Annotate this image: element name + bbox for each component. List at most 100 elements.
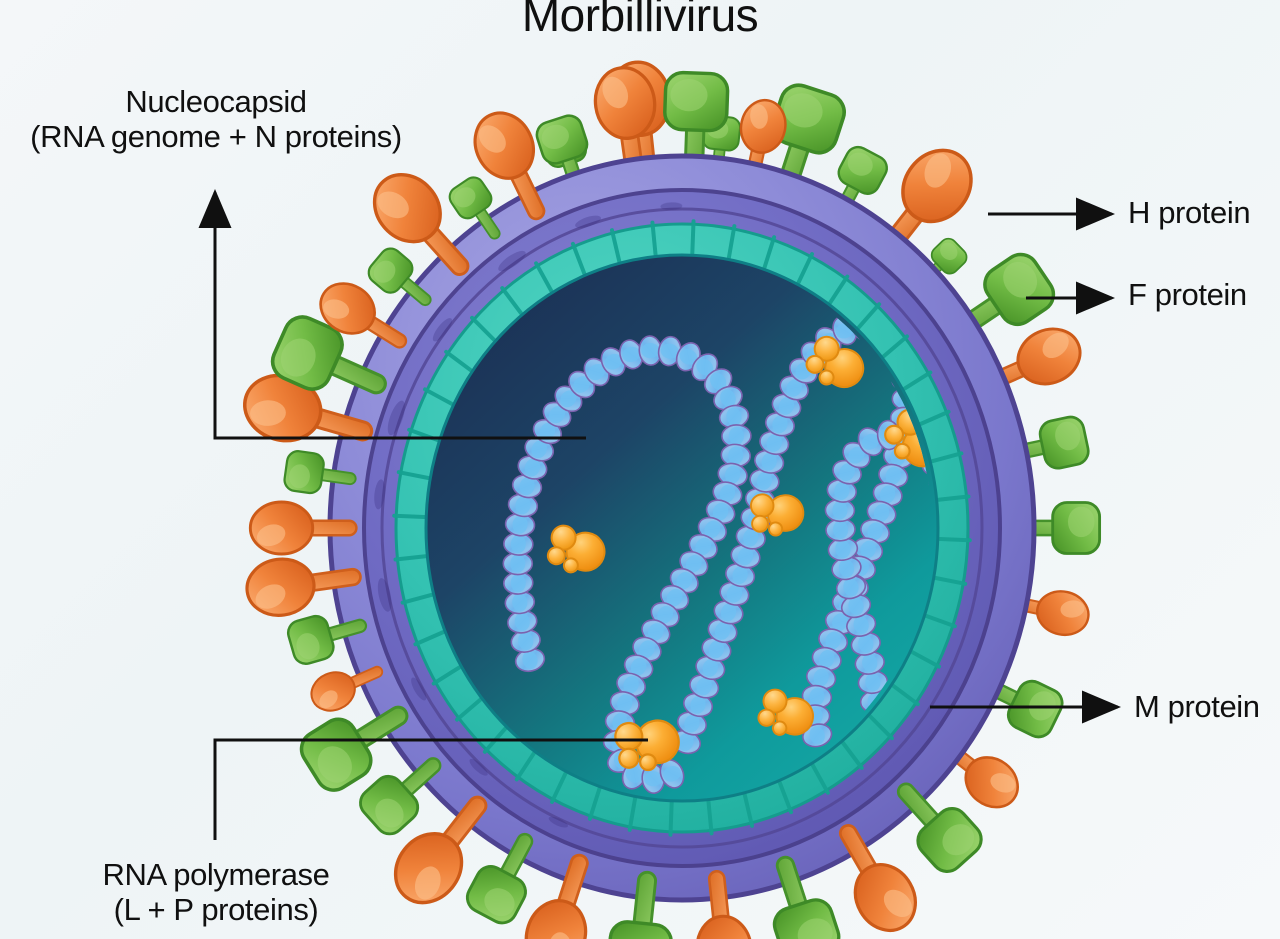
nucleocapsid-bead-core [832, 520, 849, 539]
m-protein-segment-gap [924, 613, 957, 629]
m-protein-segment-gap [706, 799, 714, 836]
f-protein-spike [310, 665, 384, 712]
m-protein-segment-gap [587, 786, 602, 821]
m-protein-segment-gap [762, 235, 777, 270]
envelope-bilayer-line [380, 207, 984, 849]
nucleocapsid-bead-core [510, 573, 526, 593]
nucleocapsid-bead-core [644, 771, 663, 787]
page-title: Morbillivirus [521, 0, 759, 41]
nucleocapsid-bead-core [848, 446, 865, 464]
m-protein-segment-gap [902, 370, 933, 391]
nucleocapsid-bead-core [720, 603, 737, 622]
h-protein-spike [283, 450, 357, 495]
f-protein-head-highlight [478, 125, 506, 153]
m-protein-segment-gap [933, 575, 968, 586]
envelope-shading-streak [432, 318, 453, 342]
nucleocapsid-bead-core [519, 477, 535, 496]
nucleocapsid-bead-core [848, 597, 864, 616]
m-protein-segment-gap [392, 513, 427, 520]
m-protein-segment-gap [810, 763, 830, 795]
nucleocapsid-bead-core [835, 540, 851, 559]
virion-interior [424, 253, 940, 803]
m-protein-segment-gap [500, 286, 523, 316]
f-protein-head-highlight [990, 773, 1016, 793]
nucleocapsid-bead-core [712, 502, 729, 521]
f-protein-head-highlight [1060, 600, 1085, 618]
nucleocapsid-bead-core [726, 584, 743, 603]
m-protein-segment-gaps [392, 219, 972, 837]
nucleocapsid-bead-core [860, 540, 876, 559]
nucleocapsid-bead-core [696, 677, 712, 696]
p-protein-lobe [771, 720, 788, 736]
nucleocapsid-bead-core [825, 631, 841, 650]
m-protein-segment-gap [726, 224, 737, 260]
envelope-shading-streak [548, 816, 568, 828]
h-protein-spike [367, 247, 432, 307]
nucleocapsid-bead-core [514, 612, 530, 631]
label-rna-polymerase-line1: RNA polymerase [102, 857, 330, 892]
envelope-shading-streak [411, 677, 427, 701]
h-protein-head-highlight [797, 918, 833, 939]
nucleocapsid-bead-core [524, 458, 541, 477]
h-protein-spike [896, 782, 983, 873]
h-protein-head-highlight [942, 824, 975, 856]
nucleocapsid-bead-core [573, 376, 591, 393]
leader-lines [198, 189, 1121, 840]
m-protein-segment-gap [444, 349, 473, 373]
nucleocapsid-bead-core [518, 632, 534, 650]
nucleocapsid-bead-core [813, 668, 829, 687]
label-rna-polymerase: RNA polymerase (L + P proteins) [102, 857, 330, 927]
f-protein-head-highlight [323, 299, 350, 319]
m-protein-segment-gap [650, 220, 658, 257]
m-protein-segment-gap [393, 554, 428, 562]
envelope-shading-streak [660, 202, 683, 210]
nucleocapsid-bead-core [819, 650, 835, 668]
h-protein-head-highlight [1067, 506, 1095, 538]
h-protein-head-highlight [1055, 421, 1081, 451]
nucleocapsid-bead-core [873, 504, 890, 522]
m-protein-segment-gap [841, 740, 864, 770]
m-protein-segment-gap [396, 470, 431, 481]
f-protein-spike [524, 853, 589, 939]
m-protein-segment-gap [910, 650, 941, 669]
m-protein-segment-gap [891, 683, 920, 707]
nucleocapsid-bead-core [839, 463, 855, 481]
f-protein-head-highlight [924, 153, 952, 188]
nucleocapsid-bead-core [861, 433, 880, 450]
p-protein-lobe [639, 753, 657, 772]
f-protein-head-highlight [883, 889, 913, 918]
nucleocapsid-bead-core [622, 346, 641, 363]
h-protein-head-highlight [940, 242, 958, 261]
p-protein-lobe [750, 493, 775, 518]
nucleocapsid-bead-core [696, 358, 714, 376]
envelope-shading-streak [498, 250, 526, 272]
nucleocapsid-bead-core [685, 554, 702, 573]
nucleocapsid-bead-core [630, 658, 647, 676]
nucleocapsid-bead-core [522, 651, 538, 669]
f-protein-spike [393, 795, 488, 905]
nucleocapsid-bead-core [761, 452, 777, 471]
nucleocapsid-bead-core [702, 659, 719, 677]
envelope-shading-streak [575, 215, 601, 228]
nucleocapsid-bead-core [604, 353, 622, 370]
h-protein-spike [448, 176, 501, 240]
nucleocapsid-bead-core [695, 537, 712, 556]
m-protein-segment-gap [534, 261, 554, 293]
p-protein-lobe [618, 747, 640, 769]
f-protein-head [695, 914, 753, 939]
f-protein-head-highlight [319, 690, 338, 709]
f-protein-head-highlight [602, 76, 629, 109]
f-protein-spike [473, 111, 546, 221]
h-protein-head-highlight [373, 260, 396, 283]
h-protein-spike [299, 705, 409, 792]
nucleocapsid-bead-core [832, 501, 848, 520]
h-protein-spike [606, 870, 673, 939]
m-protein-segment-gap [796, 252, 815, 285]
p-protein-lobe [562, 557, 579, 574]
h-protein-spike [270, 315, 387, 395]
nucleocapsid-bead-core [641, 343, 660, 359]
nucleocapsid-bead-core [647, 623, 664, 641]
nucleocapsid-bead-core [832, 613, 848, 632]
envelope-shading-streak [387, 400, 405, 436]
